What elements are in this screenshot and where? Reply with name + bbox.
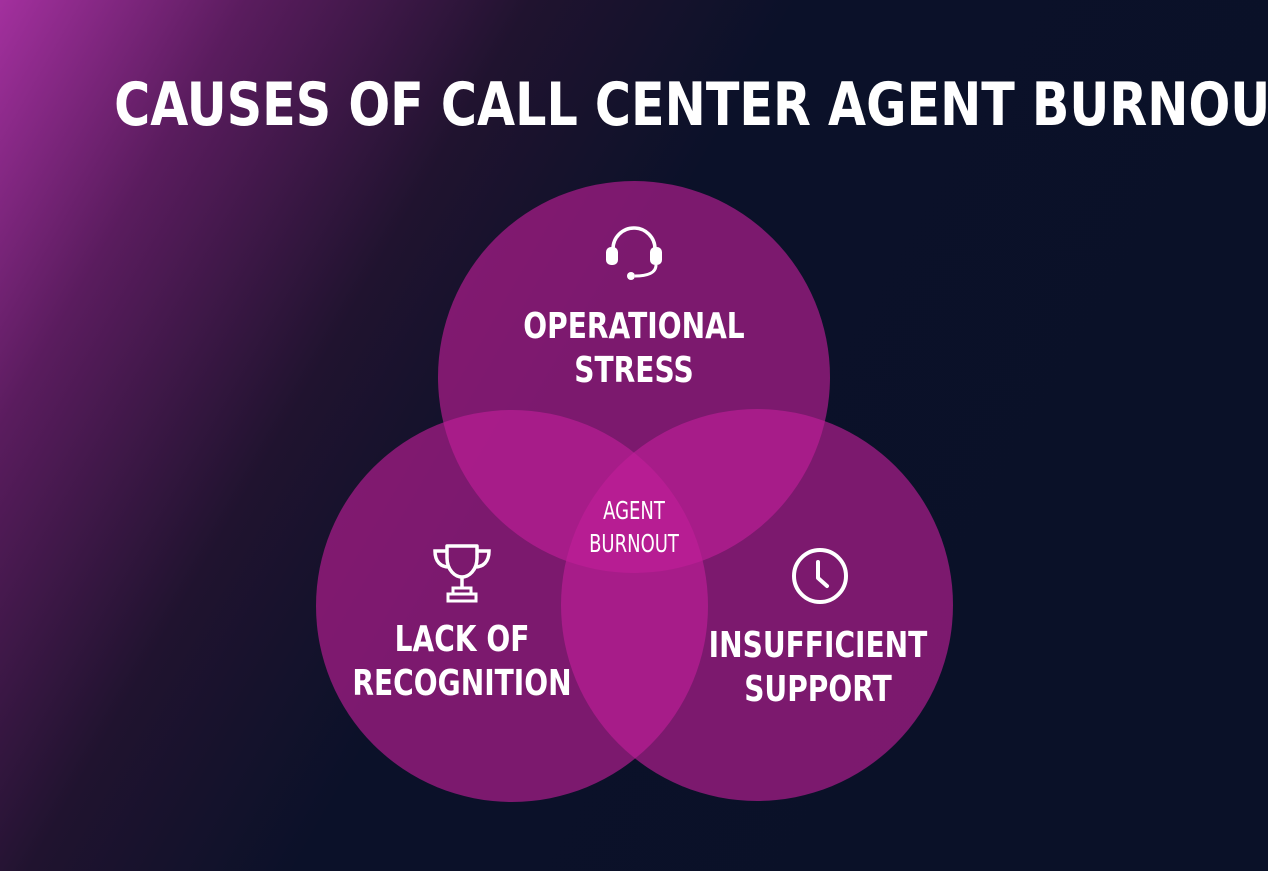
label-insufficient-support: INSUFFICIENT SUPPORT — [701, 624, 935, 712]
label-line: SUPPORT — [744, 669, 892, 710]
label-operational-stress: OPERATIONAL STRESS — [517, 305, 751, 393]
trophy-icon — [433, 544, 491, 603]
page-title: CAUSES OF CALL CENTER AGENT BURNOUT — [114, 70, 1268, 140]
label-line: INSUFFICIENT — [708, 625, 928, 666]
label-line: AGENT — [603, 496, 665, 525]
circle-operational — [438, 181, 830, 573]
label-line: RECOGNITION — [352, 663, 572, 704]
label-line: OPERATIONAL — [523, 306, 745, 347]
clock-icon — [792, 548, 848, 604]
headset-icon — [606, 226, 662, 280]
label-line: BURNOUT — [589, 529, 679, 558]
label-line: STRESS — [574, 350, 694, 391]
label-agent-burnout: AGENT BURNOUT — [562, 494, 706, 560]
label-line: LACK OF — [394, 619, 530, 660]
label-lack-of-recognition: LACK OF RECOGNITION — [345, 618, 579, 706]
